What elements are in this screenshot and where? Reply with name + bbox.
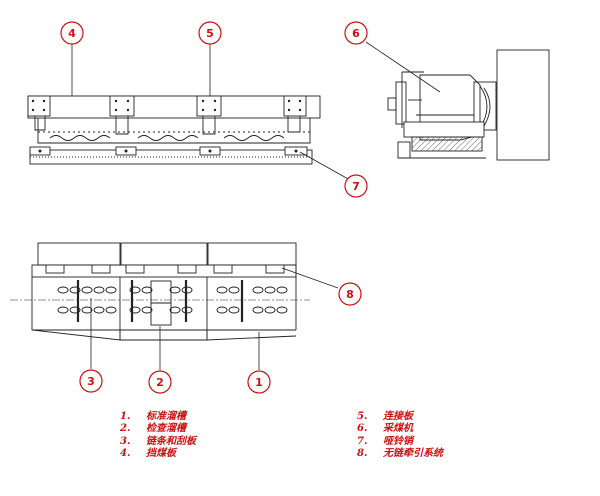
legend-item: 8.无链牵引系统 bbox=[357, 448, 443, 460]
svg-text:3: 3 bbox=[87, 375, 95, 388]
conveyor-side-view bbox=[27, 95, 321, 165]
callout-5: 5 bbox=[198, 21, 222, 45]
flight-bars bbox=[76, 280, 244, 322]
svg-text:5: 5 bbox=[206, 27, 214, 40]
legend-column-right: 5.连接板 6.采煤机 7.哑铃销 8.无链牵引系统 bbox=[357, 411, 557, 461]
legend-item: 3.链条和刮板 bbox=[120, 435, 196, 447]
conveyor-plan-view bbox=[10, 242, 310, 341]
svg-text:7: 7 bbox=[352, 180, 360, 193]
legend-item: 4.挡煤板 bbox=[120, 448, 176, 460]
shearer-machine bbox=[387, 49, 550, 161]
svg-text:6: 6 bbox=[352, 27, 360, 40]
callouts: 4 5 6 7 8 3 2 1 bbox=[60, 21, 368, 394]
legend-item: 1.标准溜槽 bbox=[120, 411, 186, 422]
spill-plate-lower bbox=[37, 118, 311, 144]
svg-text:4: 4 bbox=[68, 27, 76, 40]
legend-item: 7.哑铃销 bbox=[357, 435, 413, 447]
callout-7: 7 bbox=[344, 174, 368, 198]
callout-4: 4 bbox=[60, 21, 84, 45]
chain-links bbox=[57, 286, 288, 314]
legend-column-left: 1.标准溜槽 2.检查溜槽 3.链条和刮板 4.挡煤板 bbox=[120, 411, 320, 461]
svg-text:2: 2 bbox=[156, 376, 164, 389]
callout-3: 3 bbox=[79, 369, 103, 393]
legend-item: 5.连接板 bbox=[357, 411, 413, 422]
callout-2: 2 bbox=[148, 370, 172, 394]
legend-item: 2.检查溜槽 bbox=[120, 423, 186, 435]
spill-plate-top bbox=[27, 95, 321, 119]
svg-text:8: 8 bbox=[346, 288, 354, 301]
legend-item: 6.采煤机 bbox=[357, 423, 413, 435]
callout-1: 1 bbox=[247, 370, 271, 394]
leader-lines bbox=[71, 41, 441, 370]
callout-8: 8 bbox=[338, 282, 362, 306]
callout-6: 6 bbox=[344, 21, 368, 45]
svg-text:1: 1 bbox=[255, 376, 263, 389]
